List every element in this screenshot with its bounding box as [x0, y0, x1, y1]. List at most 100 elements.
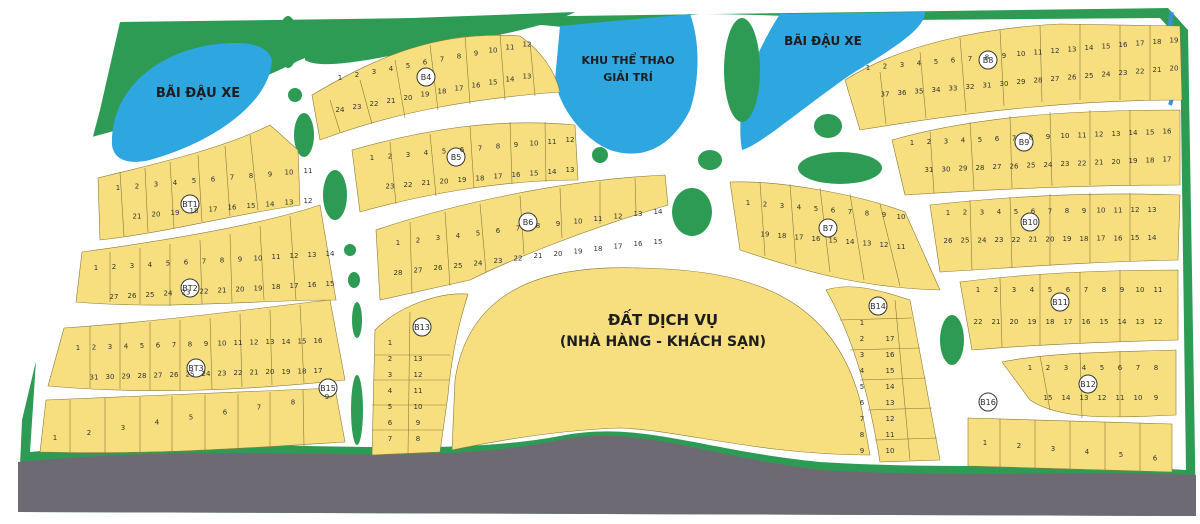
lot-number[interactable]: 23 [494, 257, 503, 265]
lot-number[interactable]: 3 [900, 61, 904, 69]
lot-number[interactable]: 14 [506, 75, 515, 83]
lot-number[interactable]: 9 [860, 447, 864, 455]
lot-number[interactable]: 17 [1163, 156, 1172, 164]
lot-number[interactable]: 8 [536, 222, 540, 230]
lot-number[interactable]: 12 [880, 241, 889, 249]
lot-number[interactable]: 15 [489, 79, 498, 87]
lot-number[interactable]: 1 [866, 64, 870, 72]
lot-number[interactable]: 21 [534, 252, 543, 260]
lot-number[interactable]: 3 [121, 424, 125, 432]
lot-number[interactable]: 26 [434, 264, 443, 272]
lot-number[interactable]: 4 [424, 149, 429, 157]
block-tag-b15[interactable]: B15 [318, 378, 338, 398]
lot-number[interactable]: 8 [1029, 134, 1033, 142]
lot-number[interactable]: 13 [266, 338, 275, 346]
lot-number[interactable]: 12 [523, 40, 532, 48]
lot-number[interactable]: 16 [886, 351, 895, 359]
lot-number[interactable]: 5 [978, 136, 982, 144]
lot-number[interactable]: 13 [566, 166, 575, 174]
lot-number[interactable]: 10 [489, 47, 498, 55]
lot-number[interactable]: 9 [204, 340, 208, 348]
lot-number[interactable]: 13 [863, 240, 872, 248]
lot-number[interactable]: 27 [993, 163, 1002, 171]
lot-number[interactable]: 5 [406, 62, 410, 70]
lot-number[interactable]: 3 [388, 371, 392, 379]
lot-number[interactable]: 15 [1131, 234, 1140, 242]
lot-number[interactable]: 10 [886, 447, 895, 455]
lot-number[interactable]: 8 [865, 210, 869, 218]
lot-number[interactable]: 12 [614, 213, 623, 221]
lot-number[interactable]: 19 [574, 247, 583, 255]
lot-number[interactable]: 15 [1044, 394, 1053, 402]
lot-number[interactable]: 4 [1082, 364, 1087, 372]
lot-number[interactable]: 4 [389, 65, 394, 73]
lot-number[interactable]: 12 [1095, 131, 1104, 139]
lot-number[interactable]: 20 [1046, 236, 1055, 244]
lot-number[interactable]: 10 [1097, 207, 1106, 215]
lot-number[interactable]: 9 [325, 393, 329, 401]
lot-number[interactable]: 3 [372, 68, 376, 76]
lot-number[interactable]: 16 [1082, 318, 1091, 326]
lot-number[interactable]: 7 [1084, 286, 1088, 294]
lot-number[interactable]: 15 [298, 337, 307, 345]
lot-number[interactable]: 19 [421, 91, 430, 99]
lot-number[interactable]: 5 [814, 205, 818, 213]
lot-number[interactable]: 8 [1065, 207, 1069, 215]
lot-number[interactable]: 7 [440, 56, 444, 64]
lot-number[interactable]: 7 [860, 415, 864, 423]
lot-number[interactable]: 24 [164, 290, 173, 298]
lot-number[interactable]: 16 [634, 240, 643, 248]
lot-number[interactable]: 2 [87, 429, 91, 437]
lot-number[interactable]: 37 [881, 91, 890, 99]
lot-number[interactable]: 3 [944, 138, 948, 146]
lot-number[interactable]: 34 [932, 86, 941, 94]
lot-number[interactable]: 3 [1064, 364, 1068, 372]
lot-number[interactable]: 2 [416, 237, 420, 245]
lot-number[interactable]: 15 [829, 237, 838, 245]
lot-number[interactable]: 4 [155, 419, 160, 427]
lot-number[interactable]: 18 [298, 367, 307, 375]
lot-number[interactable]: 6 [496, 227, 501, 235]
lot-number[interactable]: 4 [917, 59, 922, 67]
lot-number[interactable]: 18 [1080, 235, 1089, 243]
lot-number[interactable]: 14 [886, 383, 895, 391]
lot-number[interactable]: 4 [797, 204, 802, 212]
lot-number[interactable]: 18 [1153, 38, 1162, 46]
lot-number[interactable]: 27 [414, 267, 423, 275]
lot-number[interactable]: 7 [388, 435, 392, 443]
lot-number[interactable]: 26 [128, 292, 137, 300]
lot-number[interactable]: 4 [997, 208, 1002, 216]
lot-number[interactable]: 17 [795, 234, 804, 242]
lot-number[interactable]: 29 [1017, 78, 1026, 86]
lot-number[interactable]: 2 [994, 286, 998, 294]
block-tag-b14[interactable]: B14 [868, 296, 888, 316]
lot-number[interactable]: 10 [1134, 394, 1143, 402]
lot-number[interactable]: 30 [106, 373, 115, 381]
lot-number[interactable]: 5 [189, 414, 193, 422]
lot-number[interactable]: 12 [414, 371, 423, 379]
lot-number[interactable]: 23 [1061, 160, 1070, 168]
lot-number[interactable]: 10 [897, 213, 906, 221]
lot-number[interactable]: 8 [985, 53, 989, 61]
lot-number[interactable]: 3 [1051, 445, 1055, 453]
lot-number[interactable]: 18 [594, 245, 603, 253]
block-tag-b7[interactable]: B7 [818, 218, 838, 238]
lot-number[interactable]: 13 [1136, 318, 1145, 326]
lot-number[interactable]: 10 [285, 169, 294, 177]
lot-number[interactable]: 27 [1051, 75, 1060, 83]
lot-number[interactable]: 31 [925, 166, 934, 174]
lot-number[interactable]: 10 [254, 254, 263, 262]
lot-number[interactable]: 2 [1017, 442, 1021, 450]
lot-number[interactable]: 25 [454, 262, 463, 270]
lot-number[interactable]: 5 [860, 383, 864, 391]
lot-number[interactable]: 10 [414, 403, 423, 411]
lot-number[interactable]: 6 [388, 419, 393, 427]
lot-number[interactable]: 28 [1034, 77, 1043, 85]
lot-number[interactable]: 8 [1102, 286, 1106, 294]
lot-number[interactable]: 6 [460, 146, 465, 154]
lot-number[interactable]: 2 [112, 263, 116, 271]
lot-number[interactable]: 14 [846, 238, 855, 246]
lot-number[interactable]: 24 [1044, 161, 1053, 169]
lot-number[interactable]: 4 [1085, 448, 1090, 456]
lot-number[interactable]: 22 [1136, 68, 1145, 76]
